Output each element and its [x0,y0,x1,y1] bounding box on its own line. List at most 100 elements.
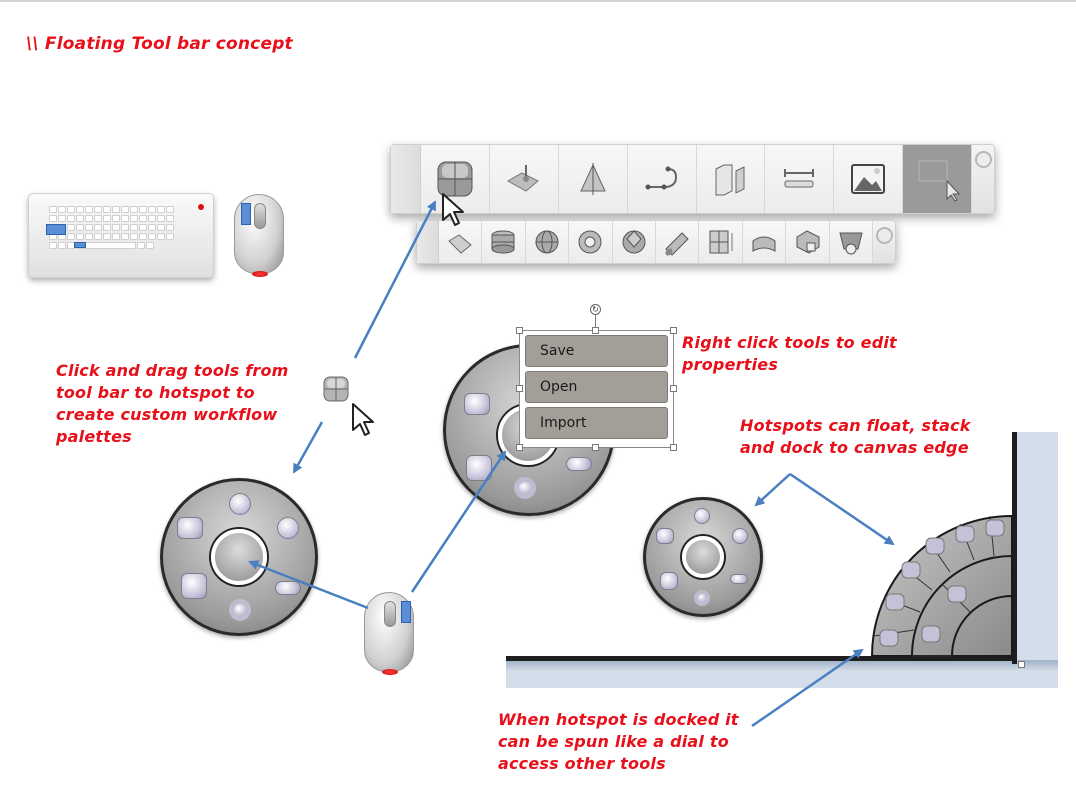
resize-handle[interactable] [670,444,677,451]
box-icon[interactable] [660,572,678,590]
keyboard-key [103,215,111,222]
resize-handle[interactable] [516,327,523,334]
context-menu: Save Open Import [519,330,674,448]
tool-image[interactable] [834,145,904,213]
keyboard-key [121,215,129,222]
toolbar-close-knob[interactable] [972,145,994,213]
cursor-arrow-icon [352,403,374,436]
docked-tool-icon[interactable] [921,625,941,643]
toolbar-grip-handle[interactable] [417,221,439,263]
rotate-handle-icon[interactable]: ↻ [590,304,601,315]
box-icon[interactable] [181,573,207,599]
keyboard-key [76,233,84,240]
docked-tool-icon[interactable] [901,561,921,579]
tool-grid-box[interactable] [699,221,743,263]
tool-revolve[interactable] [558,145,628,213]
keyboard-key [103,206,111,213]
keyboard-key [67,233,75,240]
select-region-icon [918,160,961,202]
keyboard-key [49,215,57,222]
tool-measure[interactable] [765,145,835,213]
resize-handle[interactable] [516,444,523,451]
floating-toolbar-sub[interactable] [416,220,896,264]
stair-icon [796,230,820,254]
docked-tool-icon[interactable] [947,585,967,603]
keyboard-key [112,215,120,222]
docked-tool-icon[interactable] [955,525,975,543]
tool-plane[interactable] [438,221,483,263]
keyboard-key [94,224,102,231]
geosphere-icon[interactable] [732,528,748,544]
resize-handle[interactable] [592,444,599,451]
geosphere-icon[interactable] [277,517,299,539]
docked-dial-outer-ring[interactable] [870,514,1013,657]
menu-item-save[interactable]: Save [525,335,668,367]
keyboard-key [139,206,147,213]
highlighted-key-alt [74,242,86,248]
page-title: \\ Floating Tool bar concept [26,34,293,54]
toolbar-close-knob[interactable] [873,221,895,263]
tool-extrude-panel[interactable] [696,145,766,213]
toolbar-grip-handle[interactable] [391,145,421,213]
keyboard-key [157,233,165,240]
tool-select-region[interactable] [903,145,973,213]
tool-torus[interactable] [569,221,613,263]
sphere-icon[interactable] [694,508,710,524]
cylinder-icon[interactable] [464,393,490,415]
tool-bend[interactable] [742,221,787,263]
keyboard-key [103,224,111,231]
resize-handle[interactable] [670,327,677,334]
torus-icon[interactable] [514,477,536,499]
tool-curve[interactable] [627,145,697,213]
hotspot-dial-hub[interactable] [682,536,724,578]
annotation-docked-dial: When hotspot is docked it can be spun li… [498,710,739,773]
resize-handle[interactable] [516,385,523,392]
tool-cylinder[interactable] [482,221,526,263]
keyboard-key [58,242,66,249]
hotspot-dial-small[interactable] [643,497,763,617]
pipe-icon[interactable] [730,574,748,584]
menu-item-import[interactable]: Import [525,407,668,439]
mouse-wheel [384,601,396,627]
torus-icon[interactable] [694,590,710,606]
tool-geosphere[interactable] [612,221,656,263]
cylinder-icon[interactable] [177,517,203,539]
tool-stair[interactable] [786,221,830,263]
keyboard-key [49,242,57,249]
menu-item-open[interactable]: Open [525,371,668,403]
box-icon[interactable] [466,455,492,481]
mouse-laser [252,271,268,277]
resize-handle[interactable] [592,327,599,334]
floating-toolbar-main[interactable] [390,144,995,214]
keyboard-key [94,206,102,213]
docked-tool-icon[interactable] [985,519,1005,537]
keyboard-key [85,215,93,222]
pipe-icon[interactable] [275,581,301,595]
dragged-box-icon[interactable] [322,375,350,403]
docked-hotspot-dial[interactable] [870,512,1014,658]
resize-handle[interactable] [670,385,677,392]
docked-tool-icon[interactable] [885,593,905,611]
tool-sphere[interactable] [525,221,570,263]
hotspot-dial-hub[interactable] [211,529,267,585]
docked-tool-icon[interactable] [925,537,945,555]
keyboard-key [166,224,174,231]
pipe-icon[interactable] [566,457,592,471]
keyboard-key [121,206,129,213]
tool-cone-cup[interactable] [829,221,874,263]
hotspot-dial-large[interactable] [160,478,318,636]
sphere-icon[interactable] [229,493,251,515]
torus-icon [578,230,602,254]
key-row [49,215,174,222]
highlighted-key-ctrl [46,224,66,235]
tool-surface-point[interactable] [489,145,559,213]
box-icon [437,161,473,197]
canvas-resize-handle[interactable] [1018,661,1025,668]
tool-pipe[interactable] [656,221,700,263]
cylinder-icon[interactable] [656,528,674,544]
keyboard-key [166,206,174,213]
docked-tool-icon[interactable] [879,629,899,647]
torus-icon[interactable] [229,599,251,621]
mouse-illustration-left-click [234,194,284,277]
keyboard-key [85,233,93,240]
